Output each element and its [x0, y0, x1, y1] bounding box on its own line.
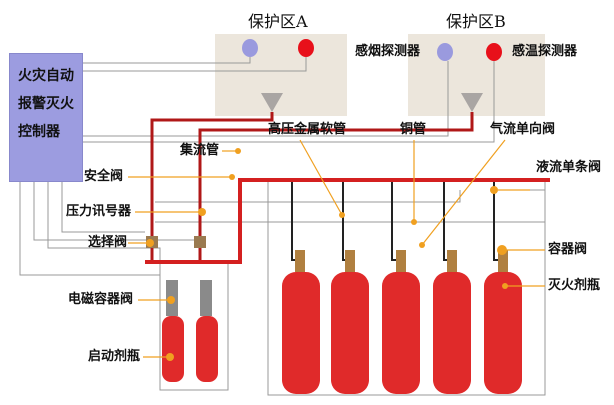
- label-liquid-check-valve: 液流单条阀: [536, 160, 602, 175]
- callout-lines: [128, 139, 545, 358]
- label-solenoid-valve: 电磁容器阀: [68, 292, 134, 307]
- label-hose: 高压金属软管: [268, 122, 347, 137]
- label-agent-cylinder: 灭火剂瓶: [548, 278, 601, 293]
- pilot-cylinders: [162, 316, 218, 382]
- container-valves: [295, 250, 508, 272]
- label-smoke-detector: 感烟探测器: [355, 44, 421, 59]
- label-heat-detector: 感温探测器: [512, 44, 578, 59]
- selector-valves: [146, 236, 206, 248]
- discharge-pipes: [150, 112, 474, 262]
- heat-detector-a: [298, 39, 314, 57]
- signal-wires: [19, 57, 546, 396]
- zone-b-title: 保护区B: [446, 12, 506, 31]
- label-pressure-switch: 压力讯号器: [66, 204, 132, 219]
- label-manifold: 集流管: [180, 143, 220, 158]
- label-pilot-cylinder: 启动剂瓶: [88, 349, 141, 364]
- zone-a-title: 保护区A: [248, 12, 308, 31]
- manifold-pipes: [145, 178, 550, 264]
- label-selector-valve: 选择阀: [88, 235, 128, 250]
- label-gas-check-valve: 气流单向阀: [490, 122, 556, 137]
- heat-detector-b: [486, 43, 502, 61]
- agent-cylinders: [282, 272, 522, 394]
- label-copper-pipe: 铜管: [400, 122, 427, 137]
- zone-a-box: [215, 34, 347, 116]
- fire-alarm-controller: 火灾自动 报警灭火 控制器: [9, 53, 83, 182]
- nozzle-b: [461, 93, 483, 112]
- controller-line: 火灾自动: [18, 68, 74, 84]
- smoke-detector-a: [242, 39, 258, 57]
- controller-line: 控制器: [18, 124, 60, 140]
- smoke-detector-b: [437, 43, 453, 61]
- label-container-valve: 容器阀: [548, 242, 588, 257]
- nozzle-a: [261, 93, 283, 112]
- label-safety-valve: 安全阀: [84, 169, 124, 184]
- callout-dots: [146, 148, 508, 361]
- controller-line: 报警灭火: [18, 96, 74, 112]
